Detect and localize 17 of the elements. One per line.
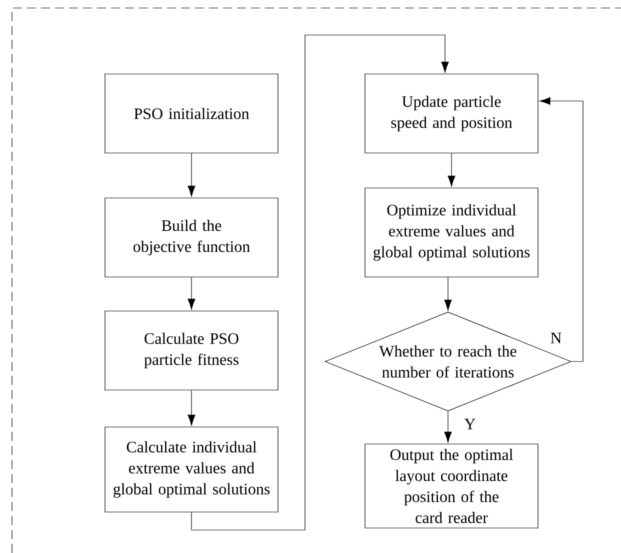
process-box: Calculate individual extreme values and global optimal solutions <box>104 426 278 512</box>
arrow <box>188 277 196 310</box>
arrow <box>188 153 196 197</box>
process-box: Output the optimal layout coordinate position of the card reader <box>364 444 538 528</box>
process-box: Build the objective function <box>104 198 278 278</box>
edge-label: N <box>549 332 563 344</box>
process-box: Optimize individual extreme values and global optimal solutions <box>364 188 538 278</box>
arrow <box>444 277 452 311</box>
arrow <box>191 34 449 530</box>
edge-label: Y <box>463 418 477 430</box>
process-box: PSO initialization <box>104 74 278 154</box>
arrow <box>444 411 452 443</box>
arrow <box>448 153 456 187</box>
process-box: Calculate PSO particle fitness <box>104 310 278 390</box>
arrow <box>188 390 196 426</box>
process-box: Update particle speed and position <box>364 74 538 154</box>
arrow <box>539 97 584 362</box>
